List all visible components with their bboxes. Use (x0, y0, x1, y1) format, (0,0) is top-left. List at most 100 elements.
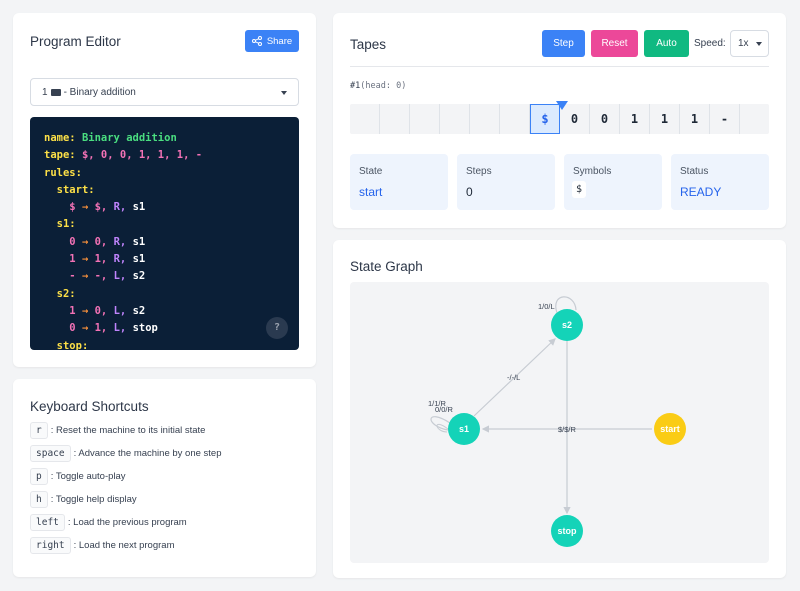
help-button[interactable]: ? (266, 317, 288, 339)
tape-cell (740, 104, 769, 134)
code-line: 1 → 1, R, s1 (69, 253, 146, 266)
tape-id: #1 (350, 81, 361, 91)
edge-label: 1/1/R (428, 399, 447, 408)
tape-cell (380, 104, 410, 134)
state-value: start (359, 185, 383, 199)
node-label: start (660, 424, 680, 434)
code-line: $ → $, R, s1 (69, 201, 146, 214)
shortcut-description: : Reset the machine to its initial state (50, 425, 206, 436)
code-editor[interactable]: name: Binary addition tape: $, 0, 0, 1, … (30, 117, 299, 350)
code-line: tape: $, 0, 0, 1, 1, 1, - (44, 149, 203, 162)
tape-cell: - (710, 104, 740, 134)
keyboard-shortcuts-panel: Keyboard Shortcuts r: Reset the machine … (13, 379, 316, 577)
share-icon (251, 36, 262, 46)
node-s2[interactable]: s2 (551, 309, 583, 341)
state-graph-panel: State Graph 1/0/L -/-/L 1/1/R 0/0/R $/$/… (333, 240, 786, 578)
shortcut-description: : Advance the machine by one step (73, 448, 222, 459)
shortcut-row: right: Load the next program (30, 537, 174, 554)
program-select[interactable]: 1 - Binary addition (30, 78, 299, 106)
code-line: name: Binary addition (44, 132, 177, 144)
state-graph-title: State Graph (350, 259, 423, 274)
code-line: rules: (44, 166, 82, 179)
tape-cell (470, 104, 500, 134)
node-label: s1 (459, 424, 469, 434)
shortcut-description: : Load the next program (73, 540, 175, 551)
edge-label: -/-/L (507, 373, 520, 382)
shortcut-key: left (30, 514, 65, 531)
state-label: State (359, 166, 383, 177)
edge-label: 1/0/L (538, 302, 555, 311)
node-label: s2 (562, 320, 572, 330)
share-button[interactable]: Share (245, 30, 299, 52)
symbols-stat: Symbols $ (564, 154, 662, 210)
state-graph-svg: 1/0/L -/-/L 1/1/R 0/0/R $/$/R s2 s1 star… (428, 296, 686, 547)
shortcut-key: p (30, 468, 48, 485)
tape-cell (500, 104, 530, 134)
shortcut-description: : Toggle help display (50, 494, 137, 505)
shortcut-row: left: Load the previous program (30, 514, 187, 531)
speed-label: Speed: (694, 38, 726, 49)
edge-s1-loop (430, 416, 451, 431)
shortcut-key: space (30, 445, 71, 462)
edge-label: 0/0/R (435, 405, 454, 414)
program-name: - Binary addition (63, 86, 136, 98)
keyboard-shortcuts-title: Keyboard Shortcuts (30, 399, 149, 414)
edge-s1-s2 (473, 338, 556, 417)
state-stat: State start (350, 154, 448, 210)
reset-button[interactable]: Reset (591, 30, 638, 57)
share-label: Share (266, 35, 293, 47)
code-line: s2: (56, 287, 76, 300)
tape-head-info: (head: 0) (360, 81, 407, 91)
shortcut-key: r (30, 422, 48, 439)
tape-cell (410, 104, 440, 134)
tape-cell: 1 (650, 104, 680, 134)
chevron-down-icon (281, 91, 287, 95)
status-stat: Status READY (671, 154, 769, 210)
code-line: start: (56, 183, 95, 196)
node-start[interactable]: start (654, 413, 686, 445)
tape-cell: 0 (560, 104, 590, 134)
steps-value: 0 (466, 185, 473, 199)
state-graph-canvas[interactable]: 1/0/L -/-/L 1/1/R 0/0/R $/$/R s2 s1 star… (350, 282, 769, 563)
symbols-label: Symbols (573, 166, 612, 177)
edge-s1-loop-inner (436, 423, 449, 433)
tape-cell: 0 (590, 104, 620, 134)
node-s1[interactable]: s1 (448, 413, 480, 445)
tapes-panel: Tapes Step Reset Auto Speed: 1x #1(head:… (333, 13, 786, 228)
tape-head-pointer-icon (556, 101, 568, 110)
edge-s2-loop (555, 296, 577, 314)
step-button[interactable]: Step (542, 30, 585, 57)
tape-header: #1(head: 0) (350, 81, 406, 91)
tape-cell (440, 104, 470, 134)
symbols-value: $ (572, 181, 587, 198)
node-label: stop (558, 526, 578, 536)
tape-cell: 1 (680, 104, 710, 134)
shortcut-row: h: Toggle help display (30, 491, 137, 508)
keyboard-icon (50, 88, 61, 96)
tape-cell-head: $ (530, 104, 560, 134)
shortcut-key: h (30, 491, 48, 508)
status-label: Status (680, 166, 709, 177)
speed-value: 1x (738, 38, 749, 49)
shortcut-row: r: Reset the machine to its initial stat… (30, 422, 205, 439)
shortcut-description: : Toggle auto-play (50, 471, 126, 482)
code-line: 0 → 1, L, stop (69, 322, 158, 335)
speed-select[interactable]: 1x (730, 30, 769, 57)
code-line: stop: (56, 339, 89, 350)
program-editor-title: Program Editor (30, 34, 121, 49)
shortcut-row: space: Advance the machine by one step (30, 445, 222, 462)
code-line: - → -, L, s2 (69, 270, 146, 283)
tape-cell: 1 (620, 104, 650, 134)
auto-button[interactable]: Auto (644, 30, 689, 57)
program-number: 1 (42, 86, 48, 98)
status-value: READY (680, 185, 722, 199)
shortcut-key: right (30, 537, 71, 554)
node-stop[interactable]: stop (551, 515, 583, 547)
program-editor-panel: Program Editor Share 1 - Binary addition… (13, 13, 316, 367)
edge-label: $/$/R (558, 425, 577, 434)
code-line: 1 → 0, L, s2 (69, 304, 146, 317)
code-line: s1: (56, 218, 76, 231)
tapes-title: Tapes (350, 37, 387, 52)
tape-cell (350, 104, 380, 134)
